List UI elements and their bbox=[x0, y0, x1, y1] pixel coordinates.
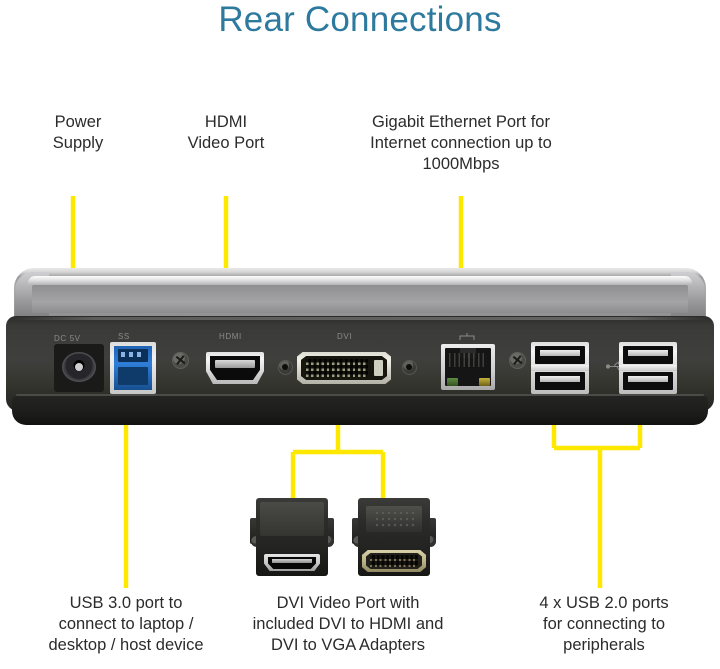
callout-dvi-video-port: DVI Video Port with included DVI to HDMI… bbox=[252, 594, 444, 654]
page-title: Rear Connections bbox=[218, 0, 502, 39]
dock-branding bbox=[296, 286, 446, 298]
adapter-hdmi-top-face bbox=[260, 502, 324, 536]
usb2-port-1-tongue bbox=[540, 350, 580, 356]
silk-dc-power-label: DC 5V bbox=[54, 334, 81, 343]
adapter-vga-vent-dots bbox=[374, 510, 414, 528]
network-icon bbox=[459, 333, 475, 340]
ethernet-activity-led bbox=[479, 378, 490, 386]
silk-hdmi-label: HDMI bbox=[219, 332, 242, 341]
ethernet-contacts bbox=[449, 353, 487, 367]
callout-usb3-host: USB 3.0 port to connect to laptop / desk… bbox=[48, 594, 204, 654]
hdmi-tongue bbox=[215, 360, 255, 368]
dvi-thumbpost-hole-left bbox=[282, 364, 288, 370]
silk-usb3-superspeed-label: SS bbox=[118, 332, 130, 341]
callout-gigabit-ethernet: Gigabit Ethernet Port for Internet conne… bbox=[370, 113, 552, 173]
usb2-port-4-tongue bbox=[628, 376, 668, 382]
dc-jack-center-pin bbox=[75, 363, 83, 371]
adapter-hdmi-thumbscrew-right bbox=[323, 536, 334, 547]
docking-station: DC 5V SS HDMI DVI bbox=[6, 268, 714, 428]
dock-base bbox=[12, 396, 708, 425]
adapter-vga-thumbscrew-right bbox=[425, 536, 436, 547]
usb3-contacts bbox=[121, 352, 145, 357]
dvi-to-vga-adapter bbox=[352, 492, 437, 584]
dock-cradle-lip bbox=[28, 276, 692, 285]
usb2-port-3-tongue bbox=[628, 350, 668, 356]
dvi-to-hdmi-adapter bbox=[250, 492, 335, 584]
ethernet-link-led bbox=[447, 378, 458, 386]
adapter-hdmi-socket-tongue bbox=[272, 559, 312, 563]
dvi-pin-array bbox=[306, 359, 368, 377]
usb3-slot-lower bbox=[118, 367, 148, 385]
dvi-thumbpost-left bbox=[278, 360, 293, 375]
callout-usb2-peripherals: 4 x USB 2.0 ports for connecting to peri… bbox=[539, 594, 669, 654]
dvi-flat-blade bbox=[374, 360, 383, 376]
dvi-thumbpost-hole-right bbox=[406, 364, 412, 370]
usb2-pair-2-divider bbox=[619, 365, 677, 371]
chassis-screw-2 bbox=[509, 352, 526, 369]
dock-base-edge bbox=[16, 394, 704, 396]
callout-hdmi-video-port: HDMI Video Port bbox=[187, 113, 265, 152]
dock-body-highlight bbox=[10, 317, 710, 320]
dock-cradle-recess bbox=[32, 285, 688, 313]
usb2-pair-1-divider bbox=[531, 365, 589, 371]
dvi-thumbpost-right bbox=[402, 360, 417, 375]
silk-dvi-label: DVI bbox=[337, 332, 353, 341]
callout-power-supply: Power Supply bbox=[52, 113, 104, 152]
usb2-port-2-tongue bbox=[540, 376, 580, 382]
chassis-screw-1 bbox=[172, 352, 189, 369]
adapter-vga-pin-array bbox=[370, 555, 418, 567]
